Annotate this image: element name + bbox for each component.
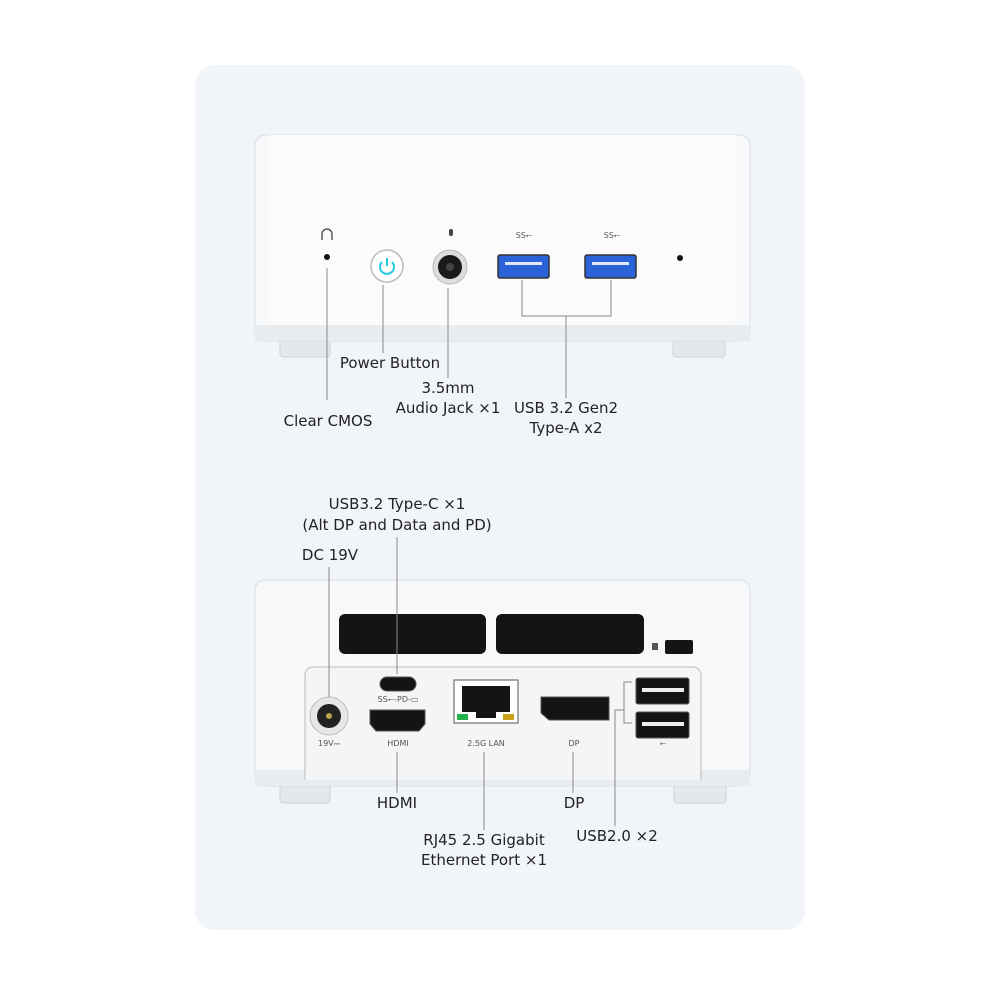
label-usb2: USB2.0 ×2 bbox=[576, 827, 658, 845]
label-usbc-1: USB3.2 Type-C ×1 bbox=[328, 495, 466, 513]
usb3-port-2 bbox=[584, 254, 637, 279]
dp-port bbox=[540, 696, 610, 721]
usbc-port bbox=[379, 676, 417, 692]
label-dp: DP bbox=[563, 794, 585, 812]
label-rj45-1: RJ45 2.5 Gigabit bbox=[423, 831, 545, 849]
kensington-slot bbox=[665, 640, 693, 654]
rear-device bbox=[254, 537, 751, 830]
mark-usb: ⭠ bbox=[659, 739, 667, 748]
mark-dp: DP bbox=[568, 739, 580, 748]
label-audio-2: Audio Jack ×1 bbox=[395, 399, 501, 417]
vent-right bbox=[496, 614, 644, 654]
reset-hole bbox=[677, 255, 683, 261]
usb2-ports bbox=[635, 677, 690, 739]
hdmi-port bbox=[369, 709, 426, 732]
microphone-icon bbox=[449, 229, 453, 236]
vent-left bbox=[339, 614, 486, 654]
label-audio-1: 3.5mm bbox=[421, 379, 475, 397]
audio-jack bbox=[432, 249, 468, 285]
label-usb32-2: Type-A x2 bbox=[529, 419, 603, 437]
mark-hdmi: HDMI bbox=[387, 739, 409, 748]
lock-icon bbox=[652, 643, 658, 650]
label-rj45-2: Ethernet Port ×1 bbox=[421, 851, 547, 869]
label-usb32-1: USB 3.2 Gen2 bbox=[513, 399, 619, 417]
label-clear-cmos: Clear CMOS bbox=[283, 412, 373, 430]
label-usbc-2: (Alt DP and Data and PD) bbox=[302, 516, 492, 534]
label-dc: DC 19V bbox=[301, 546, 359, 564]
usb-ss-mark-1: SS⭠ bbox=[515, 231, 533, 240]
headphone-icon bbox=[321, 228, 333, 240]
clear-cmos-hole bbox=[324, 254, 330, 260]
mark-lan: 2.5G LAN bbox=[467, 739, 505, 748]
label-power-button: Power Button bbox=[339, 354, 441, 372]
lan-port bbox=[453, 679, 519, 724]
power-button bbox=[370, 249, 404, 283]
dc-jack bbox=[309, 696, 349, 736]
front-device bbox=[254, 134, 751, 400]
mark-19v: 19V⎓ bbox=[317, 739, 341, 748]
mark-usbc: SS⭠-PD-▭ bbox=[377, 695, 419, 704]
label-hdmi: HDMI bbox=[376, 794, 418, 812]
usb3-port-1 bbox=[497, 254, 550, 279]
usb-ss-mark-2: SS⭠ bbox=[603, 231, 621, 240]
